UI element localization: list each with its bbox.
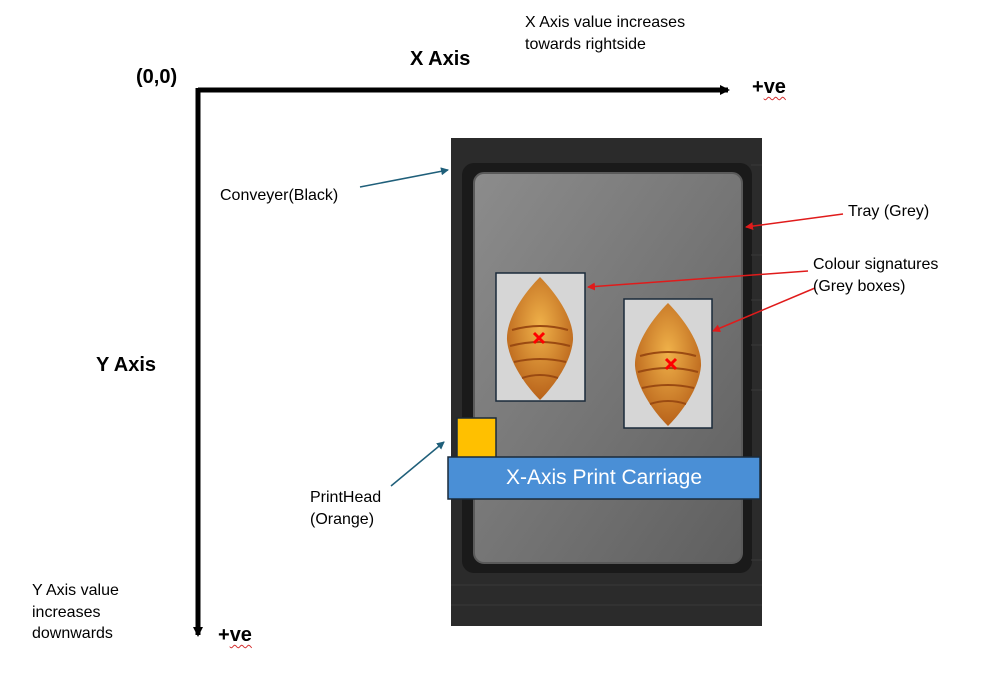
x-positive-suffix: ve (763, 76, 786, 98)
origin-label: (0,0) (136, 66, 178, 88)
tray-label: Tray (Grey) (848, 203, 930, 220)
printhead-label: PrintHead (Orange) (310, 489, 382, 528)
tray-arrow (745, 213, 844, 231)
y-axis-note: Y Axis value increases downwards (32, 582, 119, 643)
y-positive-label: +ve (218, 622, 252, 649)
x-marker-icon (664, 357, 678, 371)
colour-signature-box-2 (623, 298, 713, 429)
colour-signatures-label: Colour signatures (Grey boxes) (813, 256, 939, 295)
conveyor-label: Conveyer(Black) (220, 187, 339, 204)
colour-signature-box-1 (495, 272, 586, 402)
print-carriage-label: X-Axis Print Carriage (505, 465, 703, 489)
x-axis-title: X Axis (410, 48, 471, 70)
x-positive-prefix: + (752, 76, 764, 98)
printhead (456, 417, 497, 459)
x-marker-icon (532, 331, 546, 345)
printhead-arrow (390, 441, 445, 487)
croissant-icon (634, 303, 702, 426)
x-positive-label: +ve (752, 74, 786, 101)
signature-arrow-2 (712, 287, 816, 332)
print-carriage (447, 456, 761, 500)
y-positive-suffix: ve (229, 624, 252, 646)
y-axis-title: Y Axis (96, 354, 157, 376)
y-positive-prefix: + (218, 624, 230, 646)
conveyor-arrow (359, 167, 449, 188)
signature-arrow-1 (587, 270, 809, 291)
x-axis-note: X Axis value increases towards rightside (525, 14, 686, 53)
